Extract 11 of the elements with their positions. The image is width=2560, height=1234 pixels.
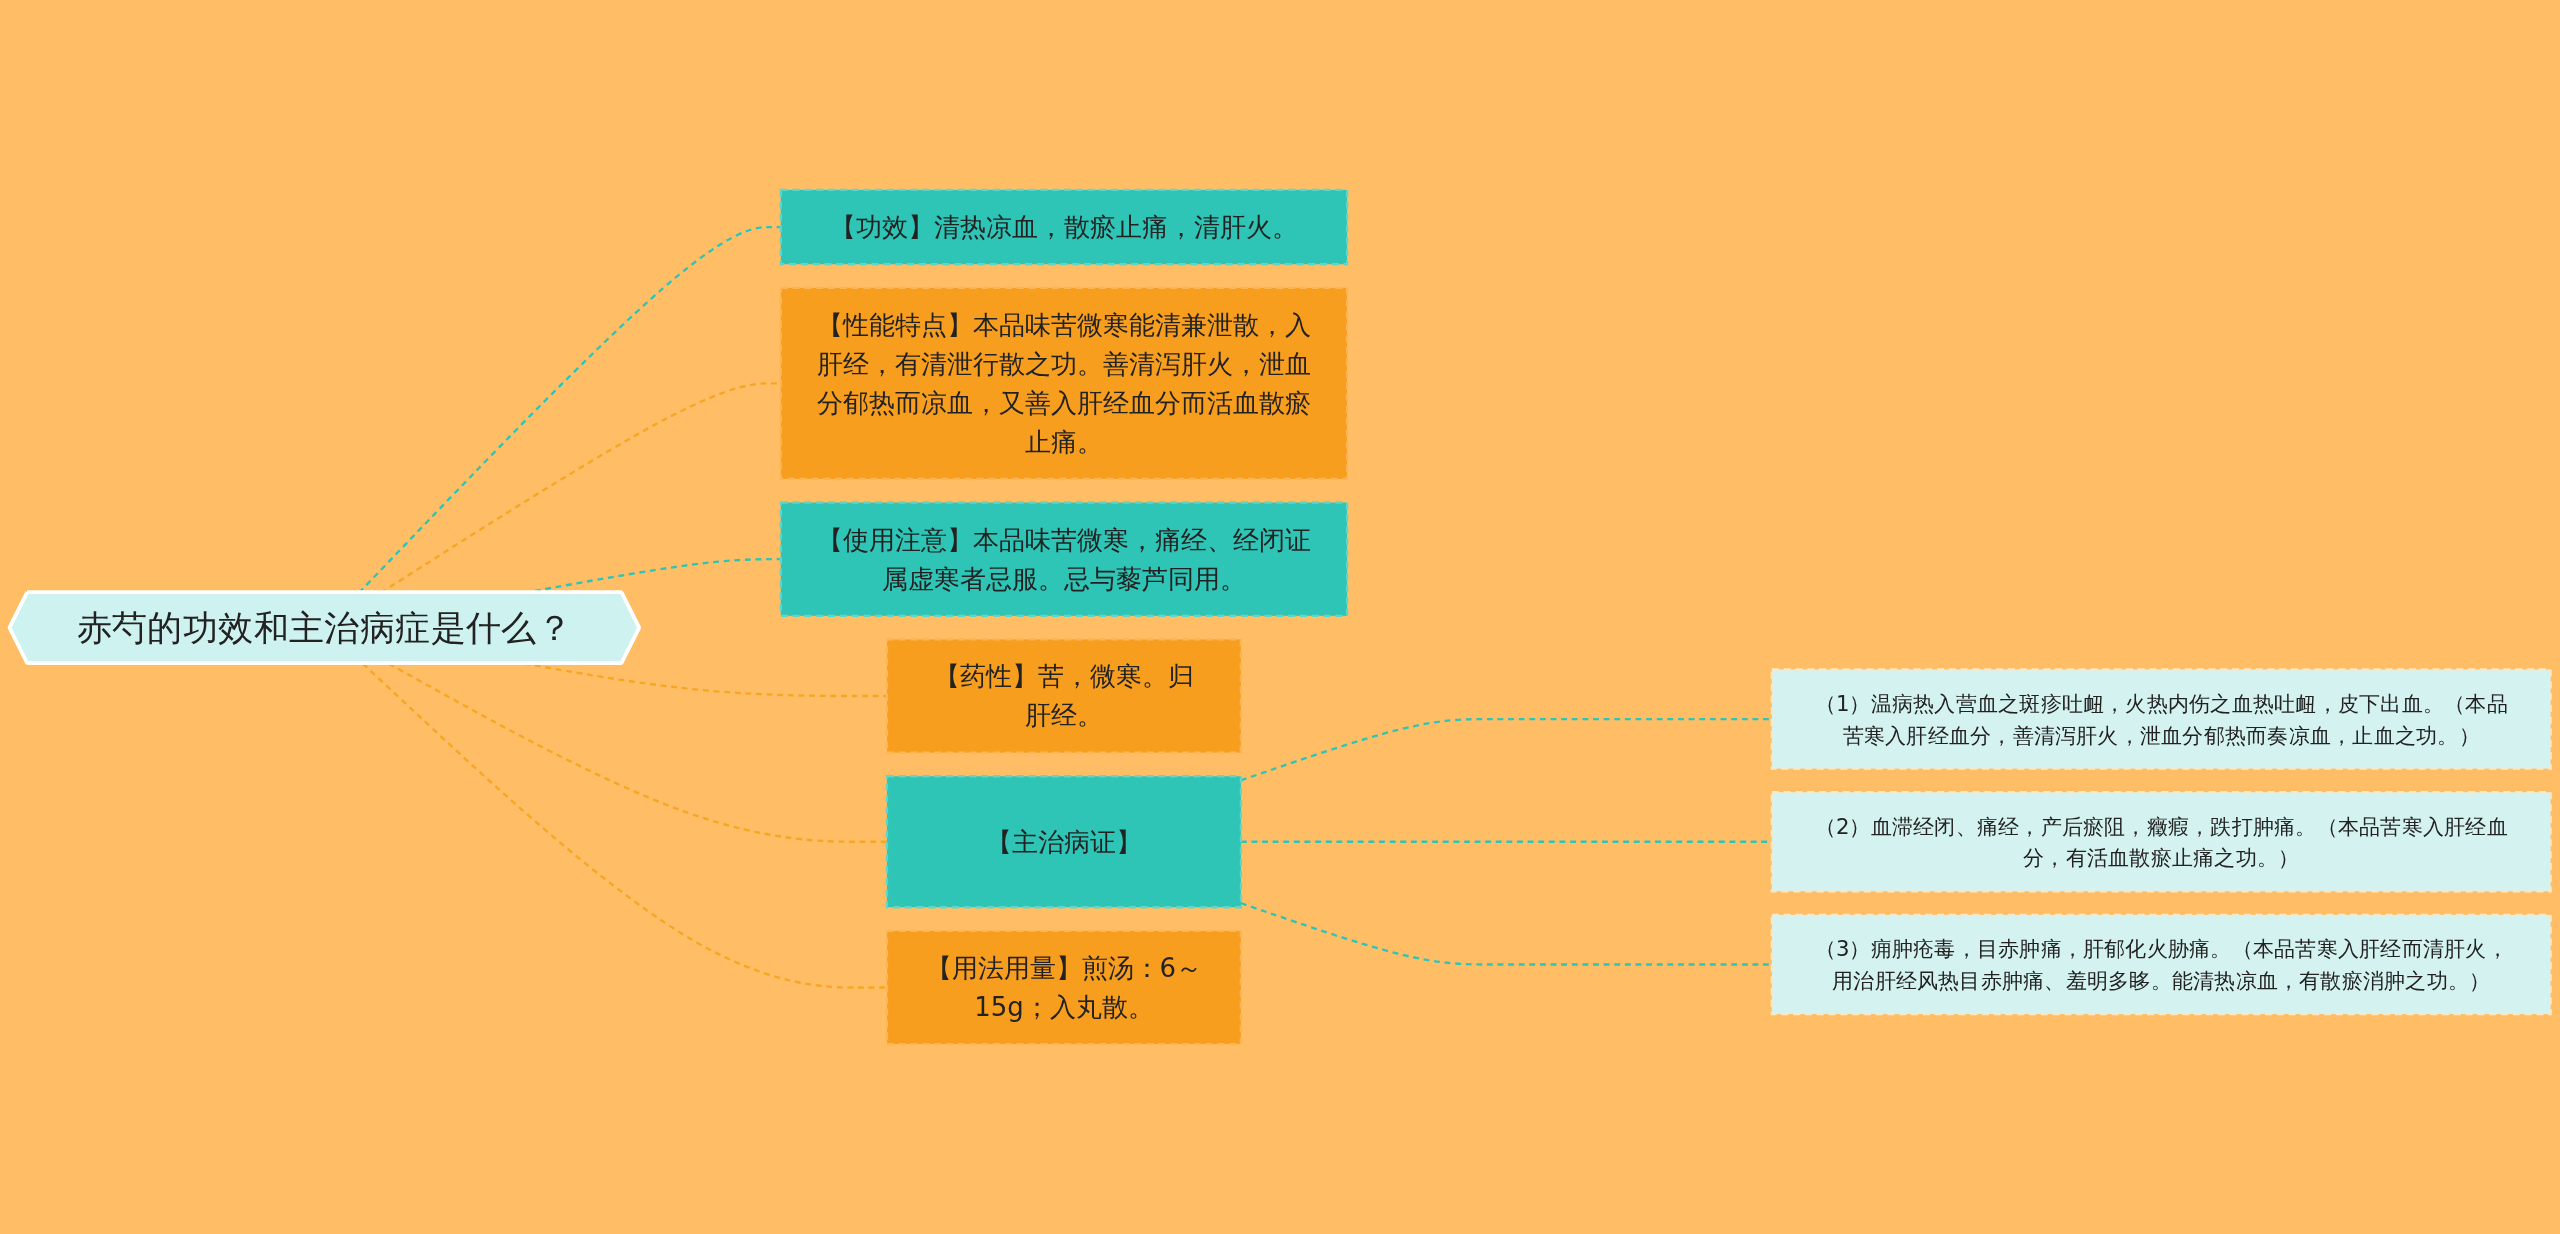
node-box: 【性能特点】本品味苦微寒能清兼泄散，入肝经，有清泄行散之功。善清泻肝火，泄血分郁热而凉血，又善入肝经血分而活血散瘀止痛。 bbox=[779, 286, 1349, 481]
node-box: （3）痈肿疮毒，目赤肿痛，肝郁化火胁痛。（本品苦寒入肝经而清肝火，用治肝经风热目赤肿痛、羞明多眵。能清热凉血，有散瘀消肿之功。） bbox=[1770, 913, 2552, 1016]
node-box: 【使用注意】本品味苦微寒，痛经、经闭证属虚寒者忌服。忌与藜芦同用。 bbox=[779, 501, 1349, 617]
node-box: 【主治病证】 bbox=[885, 775, 1243, 909]
connector bbox=[1240, 902, 1772, 966]
node-box: 【功效】清热凉血，散瘀止痛，清肝火。 bbox=[779, 188, 1349, 266]
connector bbox=[1240, 717, 1772, 782]
node-box: 【用法用量】煎汤：6～15g；入丸散。 bbox=[885, 929, 1243, 1046]
node-box: （1）温病热入营血之斑疹吐衄，火热内伤之血热吐衄，皮下出血。（本品苦寒入肝经血分，善清泻肝火，泄血分郁热而奏凉血，止血之功。） bbox=[1770, 668, 2552, 770]
node-box: （2）血滞经闭、痛经，产后瘀阻，癥瘕，跌打肿痛。（本品苦寒入肝经血分，有活血散瘀止痛之功。） bbox=[1770, 791, 2552, 893]
node-box: 【药性】苦，微寒。归肝经。 bbox=[885, 638, 1243, 754]
